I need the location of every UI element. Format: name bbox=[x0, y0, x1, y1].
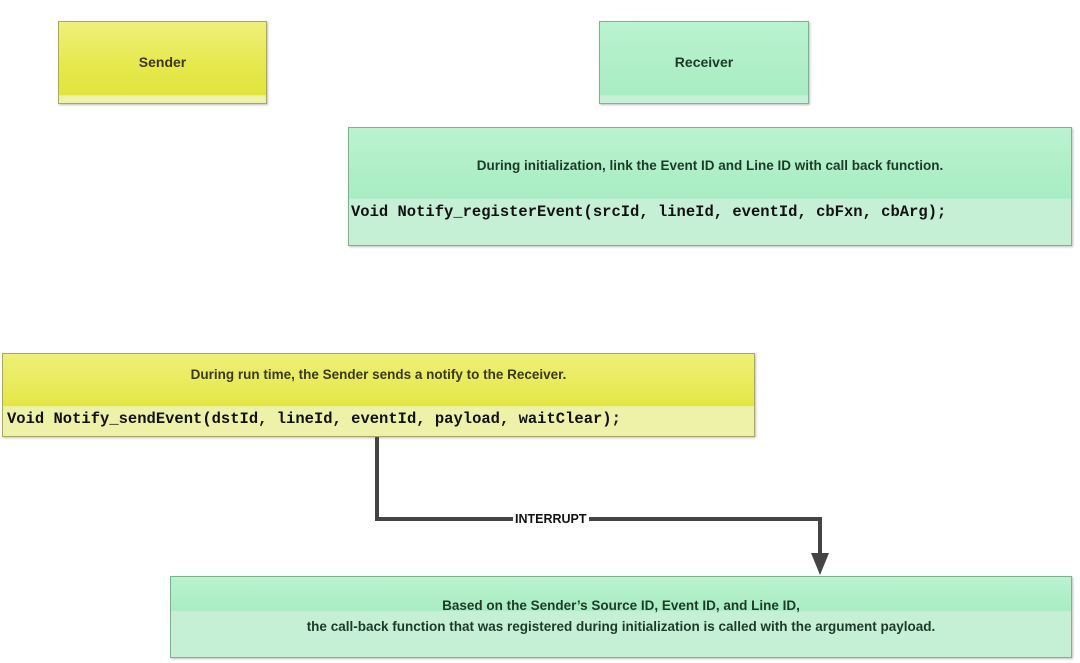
register-event-box: During initialization, link the Event ID… bbox=[348, 127, 1072, 246]
register-code: Void Notify_registerEvent(srcId, lineId,… bbox=[351, 203, 947, 221]
receiver-box: Receiver bbox=[599, 21, 809, 104]
callback-line-2: the call-back function that was register… bbox=[306, 619, 936, 634]
send-event-box: During run time, the Sender sends a noti… bbox=[2, 353, 755, 437]
register-description: During initialization, link the Event ID… bbox=[476, 158, 944, 173]
receiver-label: Receiver bbox=[674, 54, 734, 70]
interrupt-arrowhead bbox=[811, 553, 829, 575]
callback-box: Based on the Sender’s Source ID, Event I… bbox=[170, 576, 1072, 658]
interrupt-connector-line bbox=[375, 437, 822, 556]
send-code: Void Notify_sendEvent(dstId, lineId, eve… bbox=[7, 410, 621, 428]
sender-label: Sender bbox=[138, 54, 187, 70]
sender-box: Sender bbox=[58, 21, 267, 104]
interrupt-label: INTERRUPT bbox=[513, 512, 589, 526]
callback-line-1: Based on the Sender’s Source ID, Event I… bbox=[442, 598, 800, 613]
send-description: During run time, the Sender sends a noti… bbox=[190, 367, 567, 382]
